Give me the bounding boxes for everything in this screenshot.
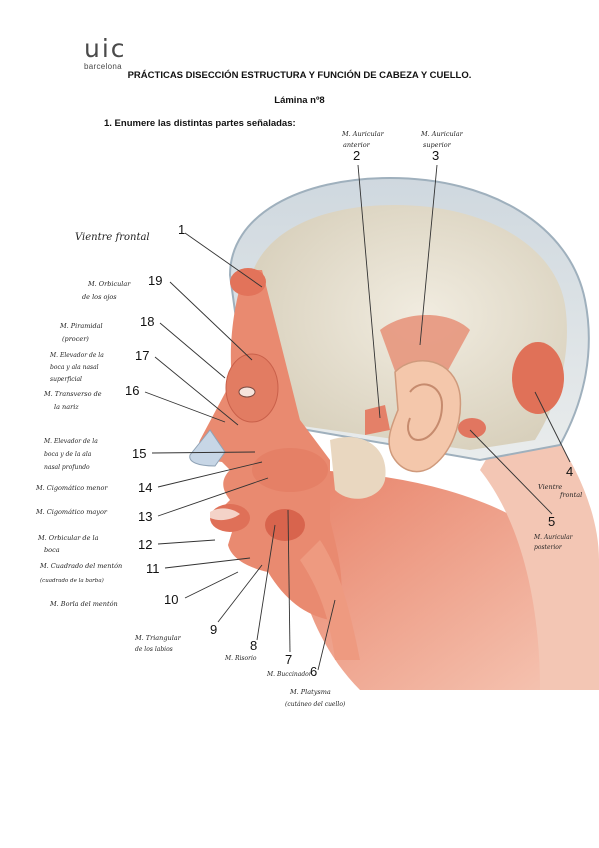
label-name-2b: anterior bbox=[343, 141, 371, 149]
parotid-gland bbox=[330, 436, 386, 499]
label-number-15: 15 bbox=[132, 446, 146, 461]
label-number-9: 9 bbox=[210, 622, 217, 637]
label-name-11b: (cuadrado de la barba) bbox=[40, 577, 104, 584]
ear bbox=[388, 359, 462, 473]
label-number-8: 8 bbox=[250, 638, 257, 653]
leader-line-14 bbox=[157, 461, 263, 488]
label-name-4: Vientre bbox=[538, 483, 562, 491]
label-name-11: M. Cuadrado del mentón bbox=[39, 562, 122, 570]
platysma-muscle bbox=[300, 540, 360, 660]
frontal-belly-muscle bbox=[230, 268, 266, 296]
label-number-7: 7 bbox=[285, 652, 292, 667]
label-name-3b: superior bbox=[423, 141, 452, 149]
leader-line-19 bbox=[169, 281, 253, 361]
label-number-5: 5 bbox=[548, 514, 555, 529]
label-name-9: M. Triangular bbox=[134, 634, 182, 642]
leader-line-18 bbox=[159, 322, 226, 379]
leader-line-17 bbox=[154, 356, 239, 426]
label-name-19: M. Orbicular bbox=[87, 280, 131, 288]
logo-subtext: barcelona bbox=[84, 62, 122, 71]
occipital-belly-muscle bbox=[512, 342, 564, 414]
label-name-17b: boca y ala nasal bbox=[50, 364, 99, 371]
leader-line-9 bbox=[217, 564, 263, 623]
ear-inner bbox=[407, 383, 444, 442]
document-title: PRÁCTICAS DISECCIÓN ESTRUCTURA Y FUNCIÓN… bbox=[127, 70, 472, 81]
eye bbox=[238, 386, 256, 398]
label-name-12: M. Orbicular de la bbox=[37, 534, 99, 542]
zygomatic-region bbox=[252, 448, 328, 492]
label-name-6: M. Platysma bbox=[289, 688, 331, 696]
label-number-10: 10 bbox=[164, 592, 178, 607]
label-name-12b: boca bbox=[44, 546, 60, 554]
label-name-3: M. Auricular bbox=[420, 130, 464, 138]
label-number-12: 12 bbox=[138, 537, 152, 552]
leader-line-15 bbox=[151, 451, 256, 454]
leader-line-2 bbox=[357, 164, 381, 419]
leader-line-8 bbox=[256, 524, 276, 641]
leader-line-11 bbox=[164, 557, 251, 569]
label-name-7: M. Buccinador bbox=[266, 671, 313, 678]
leader-line-7 bbox=[287, 509, 291, 653]
uic-logo: uic barcelona bbox=[84, 36, 127, 71]
label-number-19: 19 bbox=[148, 273, 162, 288]
label-name-9b: de los labios bbox=[135, 646, 173, 653]
plate-number: Lámina nº8 bbox=[274, 95, 325, 106]
logo-mark: uic bbox=[84, 34, 127, 63]
label-name-16: M. Transverso de bbox=[43, 390, 102, 398]
leader-line-6 bbox=[317, 599, 336, 671]
label-name-15c: nasal profundo bbox=[44, 464, 90, 471]
auricular-posterior-muscle bbox=[458, 418, 486, 438]
label-number-3: 3 bbox=[432, 148, 439, 163]
leader-line-5 bbox=[469, 429, 553, 515]
lips bbox=[210, 508, 240, 521]
label-number-1: 1 bbox=[178, 222, 185, 237]
label-name-4b: frontal bbox=[559, 491, 582, 499]
label-name-18b: (procer) bbox=[62, 335, 89, 343]
label-name-15: M. Elevador de la bbox=[43, 438, 98, 445]
leader-line-3 bbox=[419, 164, 438, 346]
leader-line-16 bbox=[144, 391, 226, 423]
leader-line-13 bbox=[157, 477, 269, 517]
leader-line-4 bbox=[534, 391, 571, 463]
label-name-13: M. Cigomático mayor bbox=[35, 508, 108, 516]
leader-line-10 bbox=[184, 571, 239, 599]
label-name-8: M. Risorio bbox=[224, 655, 257, 662]
label-number-17: 17 bbox=[135, 348, 149, 363]
label-name-17: M. Elevador de la bbox=[49, 352, 104, 359]
label-number-16: 16 bbox=[125, 383, 139, 398]
leader-line-12 bbox=[157, 539, 216, 545]
buccinator-muscle bbox=[265, 509, 305, 541]
label-number-13: 13 bbox=[138, 509, 152, 524]
face-base bbox=[198, 270, 342, 620]
label-name-5b: posterior bbox=[534, 544, 563, 551]
label-number-14: 14 bbox=[138, 480, 152, 495]
label-name-17c: superficial bbox=[50, 376, 82, 383]
label-number-2: 2 bbox=[353, 148, 360, 163]
label-name-15b: boca y de la ala bbox=[44, 451, 92, 458]
label-name-10: M. Borla del mentón bbox=[49, 600, 118, 608]
label-number-4: 4 bbox=[566, 464, 573, 479]
label-number-6: 6 bbox=[310, 664, 317, 679]
label-name-19b: de los ojos bbox=[82, 293, 117, 301]
label-name-14: M. Cigomático menor bbox=[35, 484, 108, 492]
label-name-6b: (cutáneo del cuello) bbox=[285, 701, 346, 708]
leader-line-1 bbox=[184, 232, 263, 288]
label-name-2: M. Auricular bbox=[341, 130, 385, 138]
label-number-11: 11 bbox=[146, 561, 160, 576]
auricular-anterior-muscle bbox=[365, 405, 390, 435]
label-number-18: 18 bbox=[140, 314, 154, 329]
label-name-5: M. Auricular bbox=[533, 534, 574, 541]
nose-cartilage bbox=[189, 429, 226, 467]
neck-back bbox=[480, 400, 599, 690]
label-name-1: Vientre frontal bbox=[75, 232, 150, 243]
label-name-16b: la nariz bbox=[54, 403, 79, 411]
label-name-18: M. Piramidal bbox=[59, 322, 103, 330]
question-text: 1. Enumere las distintas partes señalada… bbox=[104, 118, 296, 129]
